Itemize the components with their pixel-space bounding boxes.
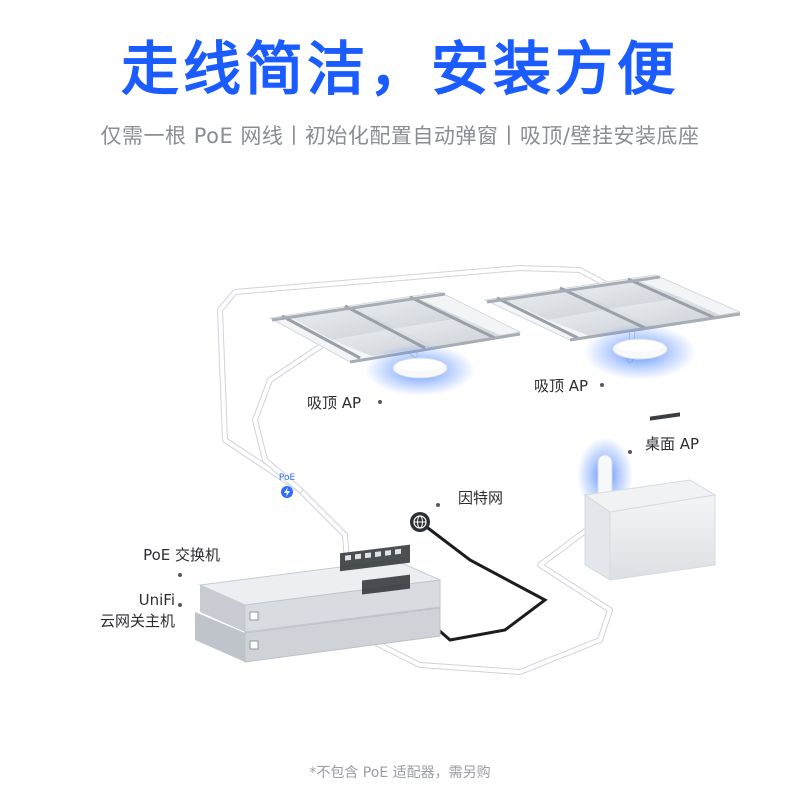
ceiling-left [268,291,522,396]
globe-icon [410,512,430,532]
label-desktop-ap: 桌面 AP [645,435,700,453]
page-title: 走线简洁，安装方便 [120,35,679,103]
label-gateway-line2: 云网关主机 [99,612,175,630]
page-subtitle: 仅需一根 PoE 网线丨初始化配置自动弹窗丨吸顶/壁挂安装底座 [100,124,700,148]
label-gateway-line1: UniFi [138,591,175,609]
poe-badge-label: PoE [279,473,296,483]
desktop-ap [577,412,717,581]
switch-stack [195,544,442,663]
leader-dots [178,383,632,607]
label-poe-switch: PoE 交换机 [143,546,220,564]
poe-badge: PoE [279,473,296,498]
label-ceiling-ap-left: 吸顶 AP [307,394,362,412]
label-internet: 因特网 [458,489,504,507]
ceiling-right [483,274,742,380]
footnote: *不包含 PoE 适配器，需另购 [309,765,491,781]
label-ceiling-ap-right: 吸顶 AP [534,377,589,395]
